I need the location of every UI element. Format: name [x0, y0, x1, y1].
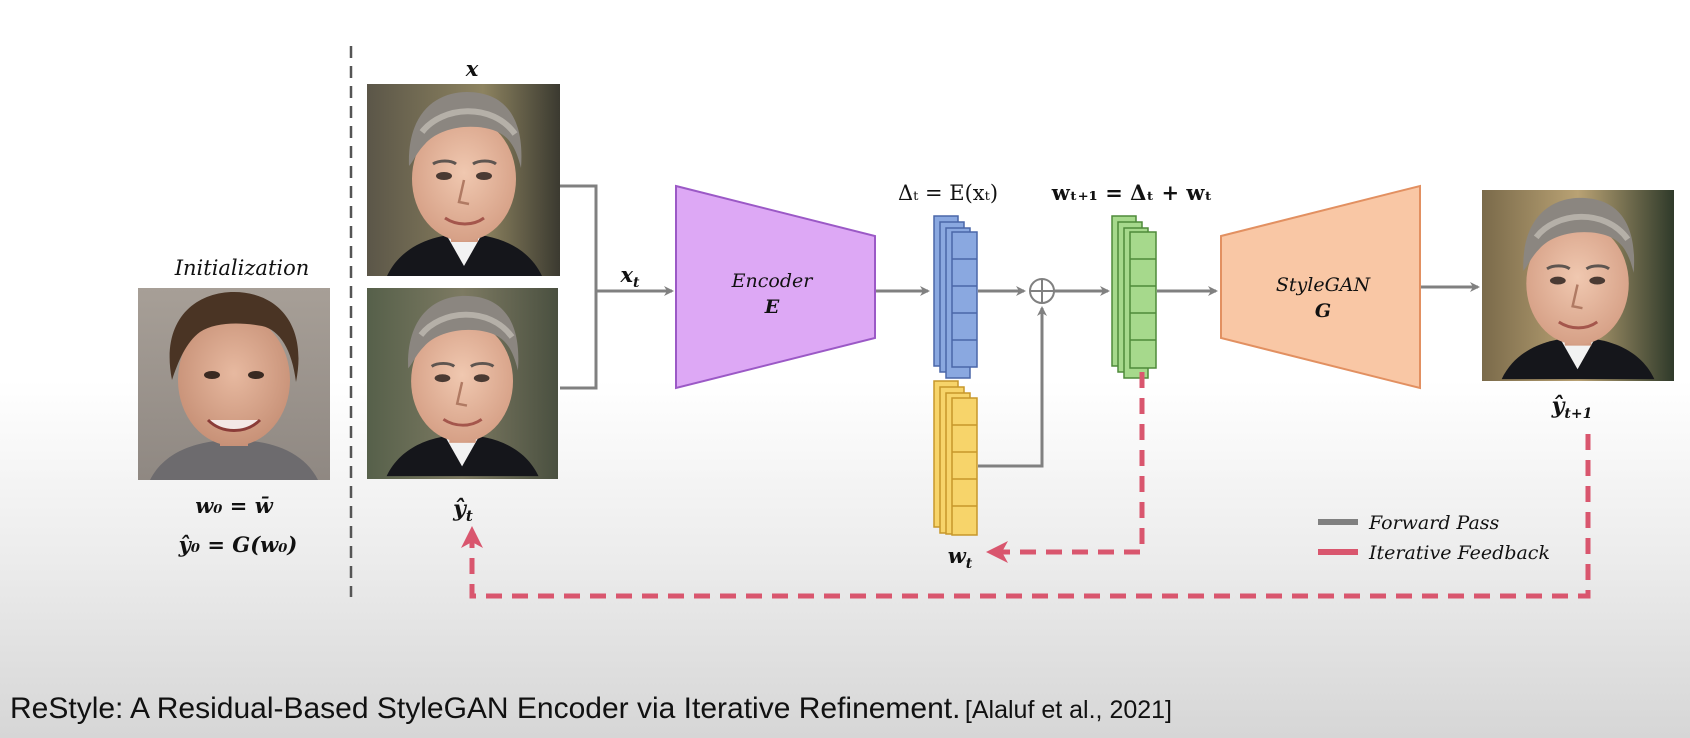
legend-feedback-label: Iterative Feedback [1368, 542, 1550, 564]
caption-citation: [Alaluf et al., 2021] [964, 696, 1173, 724]
wnext-latent-blocks [1111, 215, 1157, 379]
current-reconstruction-face [367, 288, 558, 479]
caption-title: ReStyle: A Residual-Based StyleGAN Encod… [10, 692, 961, 725]
wt-to-sum-arrow [978, 306, 1047, 468]
initialization-label: Initialization [174, 256, 310, 280]
legend-forward-label: Forward Pass [1368, 512, 1500, 534]
w-t-label: wt [948, 543, 973, 572]
feedback-output-to-input-arrow [461, 434, 1591, 599]
stylegan-label: StyleGAN [1276, 274, 1372, 296]
stylegan-block [1220, 184, 1421, 390]
output-face [1482, 190, 1674, 381]
delta-latent-blocks [933, 215, 978, 379]
wt-latent-blocks [933, 380, 978, 536]
w-next-equation: wₜ₊₁ = Δₜ + wₜ [1051, 180, 1213, 205]
input-face-x [367, 84, 560, 276]
legend: Forward Pass Iterative Feedback [1318, 512, 1550, 564]
concat-bracket [560, 184, 674, 390]
y-hat-t-label: ŷt [452, 496, 473, 525]
delta-equation: Δₜ = E(xₜ) [898, 181, 998, 205]
caption: ReStyle: A Residual-Based StyleGAN Encod… [10, 692, 1172, 726]
encoder-block [675, 184, 876, 390]
x-t-label: xt [620, 262, 641, 291]
y0-equation: ŷ₀ = G(w₀) [178, 532, 298, 557]
w0-equation: w₀ = w̄ [195, 493, 273, 518]
stylegan-symbol: G [1315, 300, 1331, 322]
x-label: x [465, 56, 479, 81]
y-hat-next-label: ŷt+1 [1551, 393, 1593, 422]
initialization-face [138, 288, 330, 480]
encoder-label: Encoder [731, 270, 815, 292]
feedback-wnext-to-wt-arrow [986, 372, 1145, 563]
sum-operator [1029, 278, 1055, 304]
encoder-symbol: E [764, 296, 780, 318]
